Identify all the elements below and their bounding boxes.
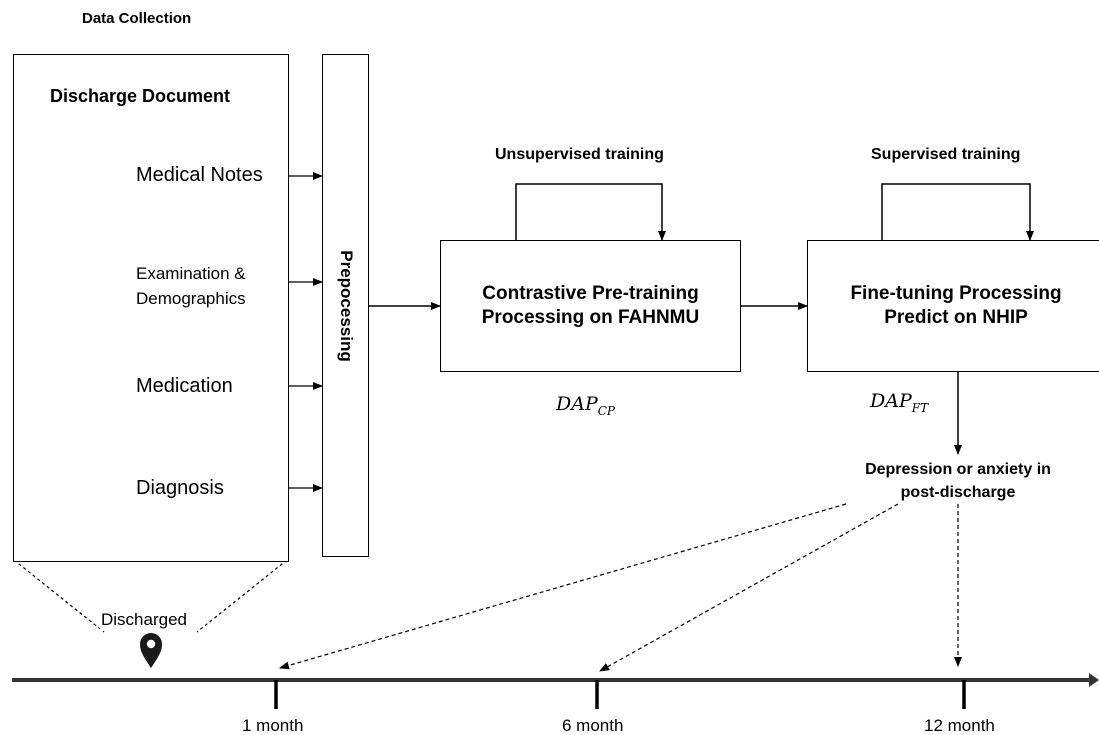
discharge-document-heading: Discharge Document [50,86,231,106]
dap-cp-label: DAPCP [556,393,615,418]
medication-label: Medication [136,375,233,397]
dap-cp-subscript: CP [597,403,616,418]
pretraining-line2: Processing on FAHNMU [481,307,700,328]
tick-label-1-month: 1 month [242,716,304,735]
dap-cp-base: DAP [556,393,598,415]
finetuning-line2: Predict on NHIP [884,307,1028,328]
outcome-label: Depression or anxiety in post-discharge [838,458,1078,504]
examination-label-line2: Demographics [136,289,246,308]
zoom-line-left [13,559,105,633]
finetuning-line1: Fine-tuning Processing [850,283,1062,304]
dap-ft-label: DAPFT [870,390,928,415]
dashed-arrow-1-month [279,503,847,670]
dashed-arrow-6-month [599,503,899,672]
unsupervised-loop-arrow [515,183,666,241]
finetuning-box: Fine-tuning Processing Predict on NHIP [807,240,1099,372]
contrastive-pretraining-box: Contrastive Pre-training Processing on F… [440,240,741,372]
preprocessing-box: Prepocessing [322,54,369,557]
zoom-line-right [196,559,288,633]
dap-ft-subscript: FT [911,400,929,415]
medical-notes-label: Medical Notes [136,164,263,186]
data-collection-title: Data Collection [82,10,192,27]
discharged-label: Discharged [100,610,188,630]
supervised-loop-arrow [881,183,1034,241]
location-pin-icon [140,633,162,668]
examination-demographics-label: Examination & Demographics [136,261,246,311]
supervised-training-label: Supervised training [871,146,1021,163]
tick-label-6-month: 6 month [562,716,624,735]
examination-label-line1: Examination & [136,264,246,283]
diagnosis-label: Diagnosis [136,477,224,499]
outcome-line1: Depression or anxiety in [865,461,1051,478]
discharge-document-panel [13,54,289,562]
unsupervised-training-label: Unsupervised training [495,146,664,163]
outcome-line2: post-discharge [900,484,1016,501]
dap-ft-base: DAP [870,390,912,412]
pretraining-line1: Contrastive Pre-training [482,283,699,304]
timeline-arrowhead [1089,673,1099,687]
preprocessing-label: Prepocessing [336,249,356,362]
tick-label-12-month: 12 month [924,716,995,735]
